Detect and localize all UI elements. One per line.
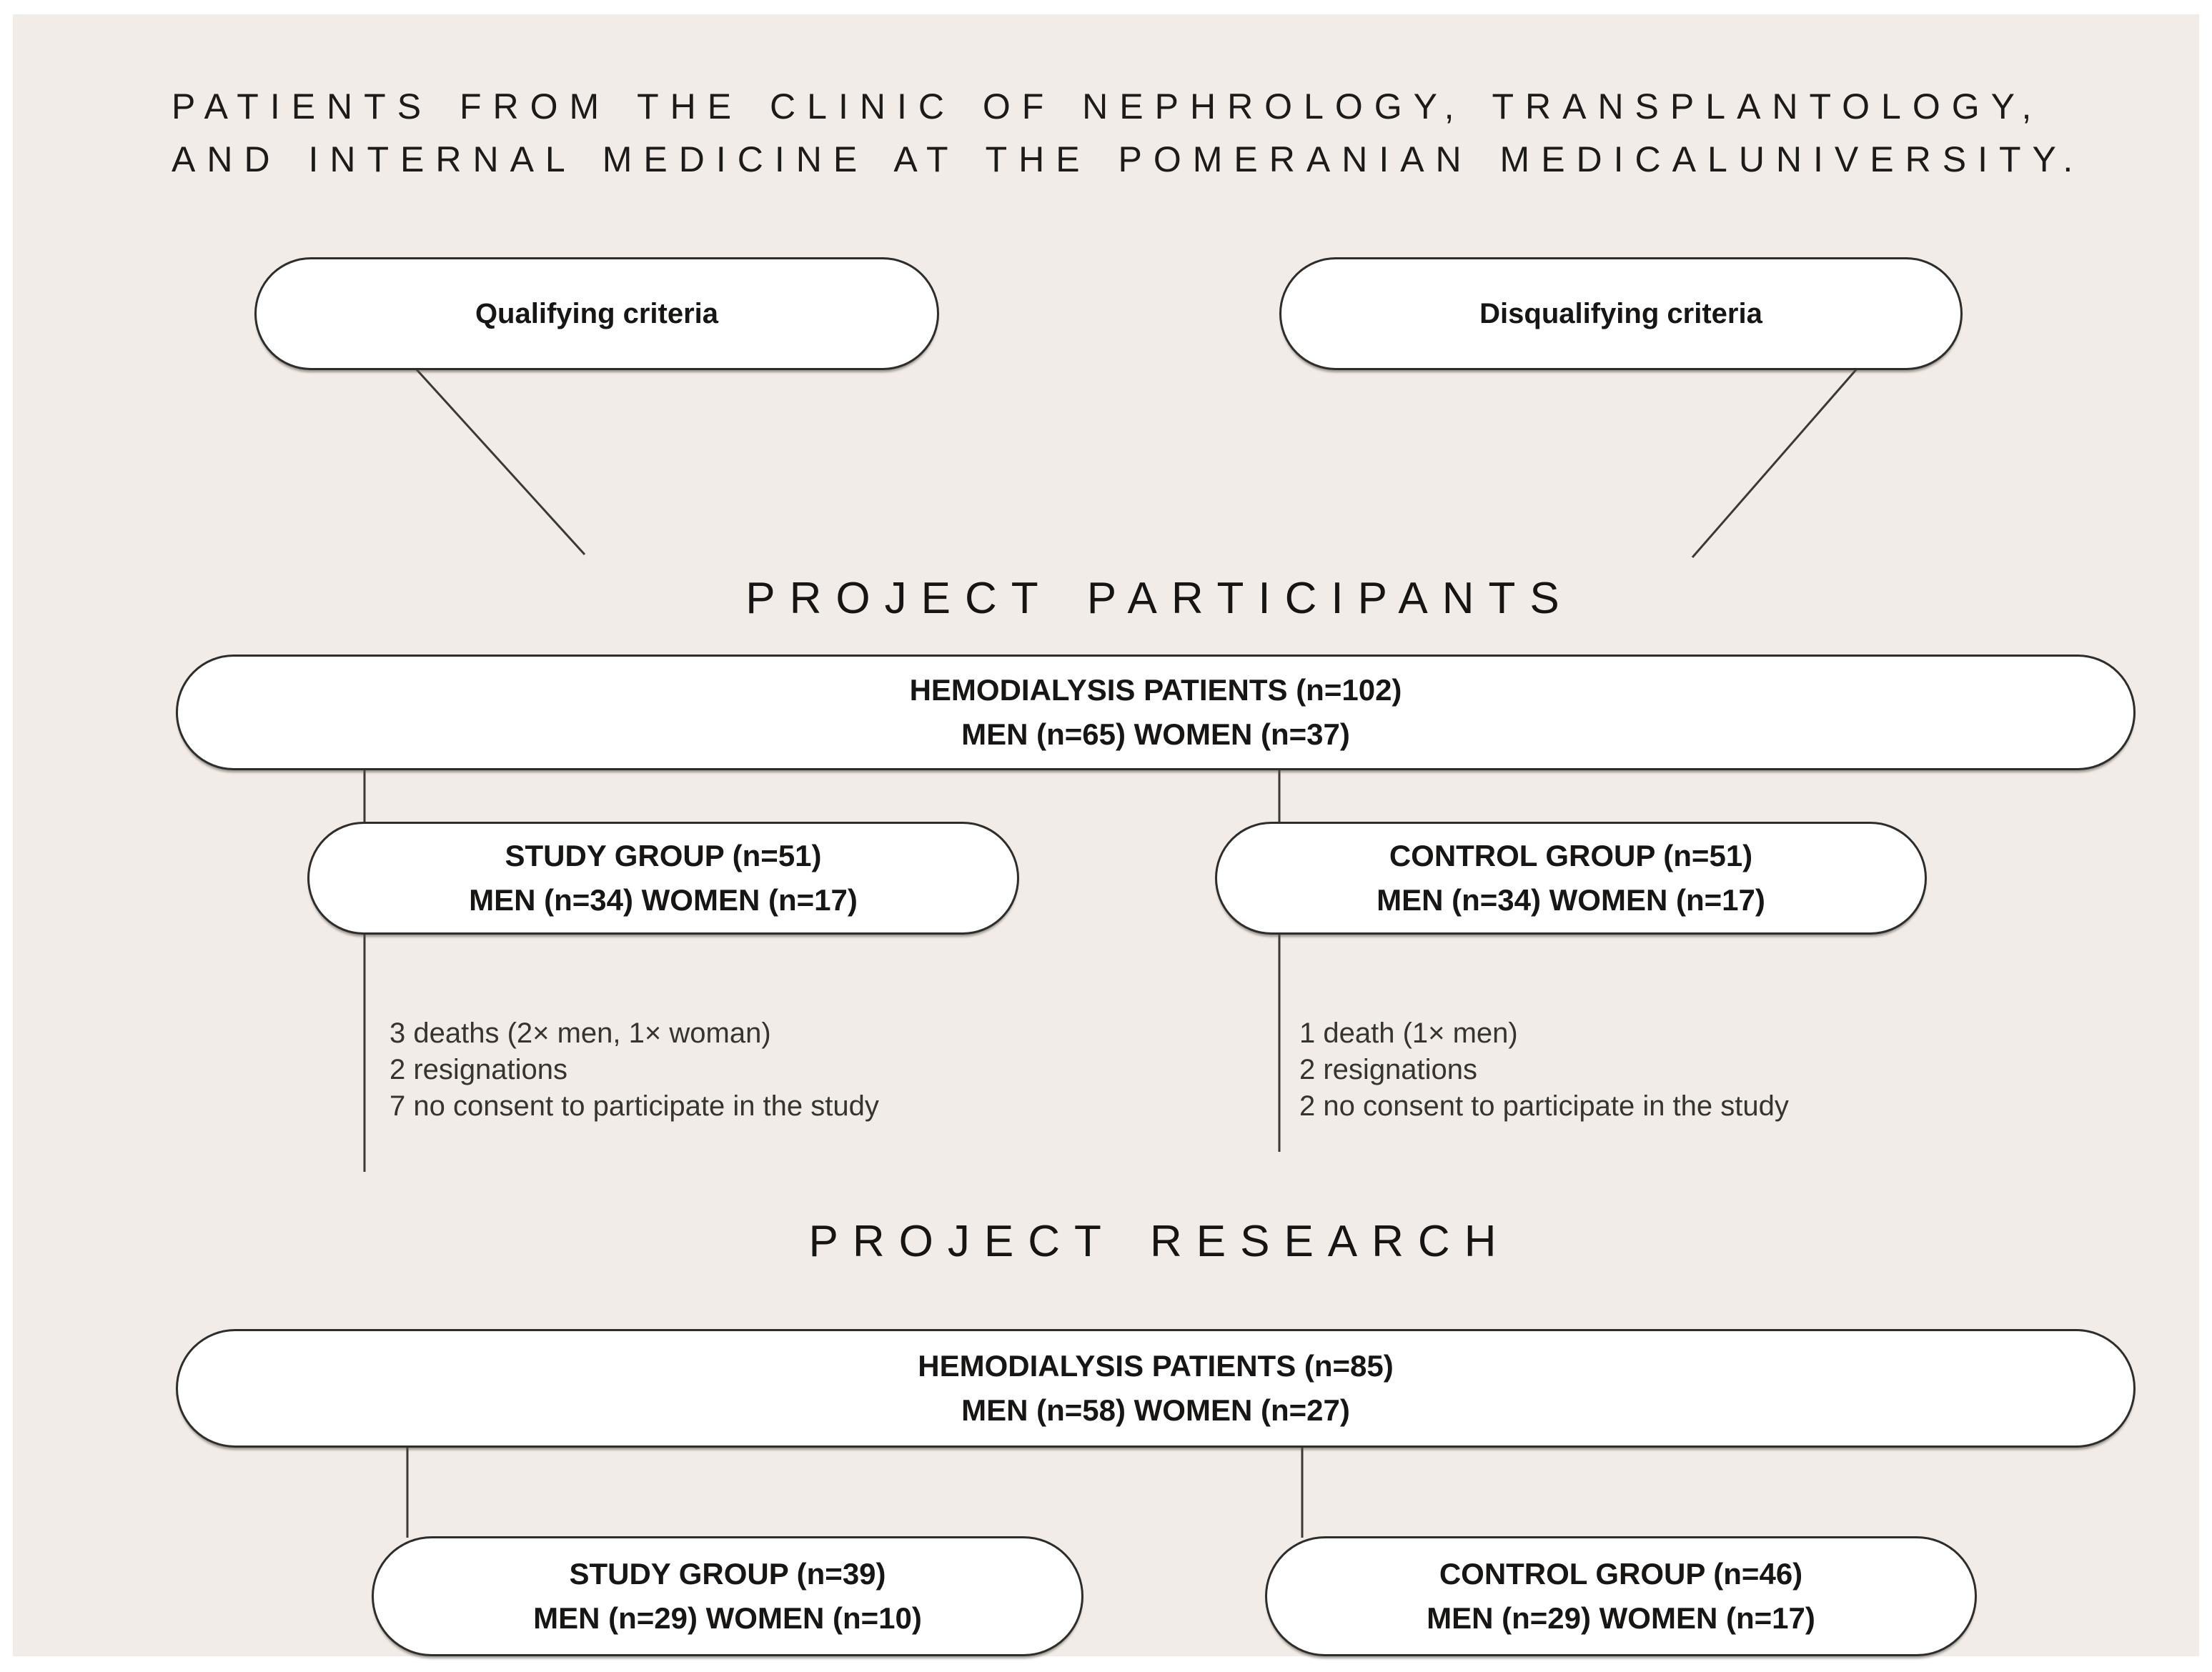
participants-main-box: HEMODIALYSIS PATIENTS (n=102) MEN (n=65)… xyxy=(176,655,2136,770)
research-heading: PROJECT RESEARCH xyxy=(808,1217,1511,1266)
research-control-line-2: MEN (n=29) WOMEN (n=17) xyxy=(1427,1601,1815,1635)
disqualifying-criteria-box: Disqualifying criteria xyxy=(1279,257,1963,370)
loss-item: 3 deaths (2× men, 1× woman) xyxy=(390,1017,771,1049)
loss-item: 1 death (1× men) xyxy=(1299,1017,1518,1049)
participants-control-line-1: CONTROL GROUP (n=51) xyxy=(1389,839,1753,872)
loss-item: 2 no consent to participate in the study xyxy=(1299,1090,1789,1122)
diagram-title-line-2: AND INTERNAL MEDICINE AT THE POMERANIAN … xyxy=(172,139,2085,179)
diagram-title-line-1: PATIENTS FROM THE CLINIC OF NEPHROLOGY, … xyxy=(172,86,2043,126)
study-group-losses-list: 3 deaths (2× men, 1× woman) 2 resignatio… xyxy=(390,1015,879,1125)
qualifying-criteria-box: Qualifying criteria xyxy=(254,257,939,370)
research-study-line-2: MEN (n=29) WOMEN (n=10) xyxy=(533,1601,922,1635)
research-main-line-2: MEN (n=58) WOMEN (n=27) xyxy=(961,1393,1350,1427)
participants-study-group-box: STUDY GROUP (n=51) MEN (n=34) WOMEN (n=1… xyxy=(307,822,1019,935)
research-control-group-box: CONTROL GROUP (n=46) MEN (n=29) WOMEN (n… xyxy=(1265,1536,1977,1656)
research-control-line-1: CONTROL GROUP (n=46) xyxy=(1439,1557,1803,1591)
participants-main-line-1: HEMODIALYSIS PATIENTS (n=102) xyxy=(909,673,1402,707)
loss-item: 7 no consent to participate in the study xyxy=(390,1090,879,1122)
research-main-line-1: HEMODIALYSIS PATIENTS (n=85) xyxy=(918,1349,1394,1383)
loss-item: 2 resignations xyxy=(390,1054,568,1085)
diagram-title: PATIENTS FROM THE CLINIC OF NEPHROLOGY, … xyxy=(172,80,2084,186)
disqualifying-criteria-label: Disqualifying criteria xyxy=(1479,297,1762,329)
participants-control-line-2: MEN (n=34) WOMEN (n=17) xyxy=(1377,883,1765,917)
loss-item: 2 resignations xyxy=(1299,1054,1478,1085)
participants-heading: PROJECT PARTICIPANTS xyxy=(745,574,1574,623)
participants-control-group-box: CONTROL GROUP (n=51) MEN (n=34) WOMEN (n… xyxy=(1215,822,1927,935)
control-group-losses-list: 1 death (1× men) 2 resignations 2 no con… xyxy=(1299,1015,1789,1125)
participants-main-line-2: MEN (n=65) WOMEN (n=37) xyxy=(961,717,1350,751)
research-main-box: HEMODIALYSIS PATIENTS (n=85) MEN (n=58) … xyxy=(176,1329,2136,1448)
participants-study-line-1: STUDY GROUP (n=51) xyxy=(505,839,822,872)
research-study-line-1: STUDY GROUP (n=39) xyxy=(569,1557,886,1591)
research-study-group-box: STUDY GROUP (n=39) MEN (n=29) WOMEN (n=1… xyxy=(372,1536,1083,1656)
participants-study-line-2: MEN (n=34) WOMEN (n=17) xyxy=(469,883,858,917)
qualifying-criteria-label: Qualifying criteria xyxy=(475,297,719,329)
